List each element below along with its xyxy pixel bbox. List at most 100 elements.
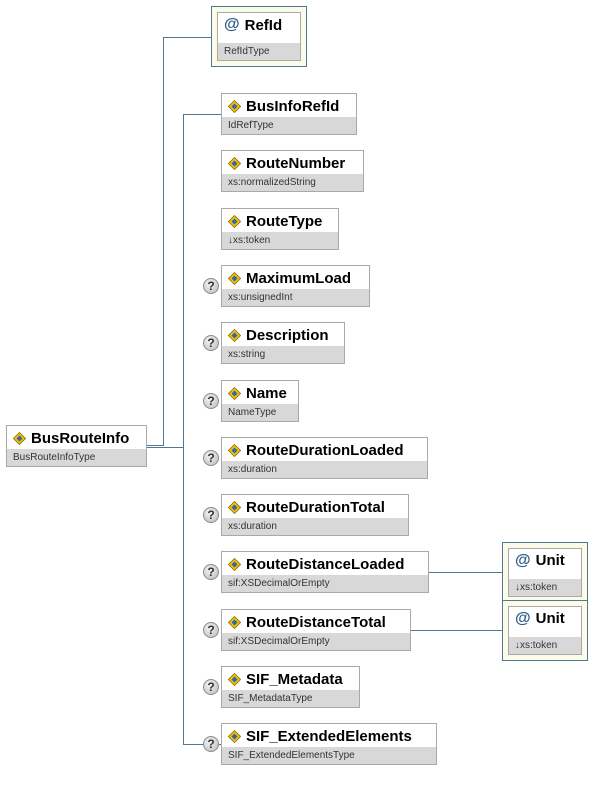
node-type: SIF_MetadataType [222,690,359,707]
element-description[interactable]: Description xs:string [221,322,345,364]
element-routedurationtotal[interactable]: RouteDurationTotal xs:duration [221,494,409,536]
optional-icon: ? [203,564,219,580]
node-header: Description [222,323,344,347]
element-routedistancetotal[interactable]: RouteDistanceTotal sif:XSDecimalOrEmpty [221,609,411,651]
node-name: SIF_Metadata [246,670,343,688]
node-type: ↓xs:token [222,232,338,249]
element-attribute-line [411,630,502,631]
node-name: Description [246,326,329,344]
attribute-spine [163,36,164,446]
node-header: MaximumLoad [222,266,369,290]
optional-icon: ? [203,393,219,409]
node-type: NameType [222,404,298,421]
node-type: RefIdType [218,43,300,60]
node-header: RouteDurationTotal [222,495,408,519]
node-name: BusInfoRefId [246,97,340,115]
element-icon [228,386,241,400]
node-type: xs:duration [222,461,427,478]
node-header: @RefId [218,13,300,37]
node-name: MaximumLoad [246,269,352,287]
element-icon [228,156,241,170]
node-type: IdRefType [222,117,356,134]
node-type: xs:normalizedString [222,174,363,191]
node-name: RouteDistanceLoaded [246,555,405,573]
node-name: RouteDurationTotal [246,498,385,516]
element-icon [228,214,241,228]
attribute-icon: @ [515,609,531,627]
node-type: SIF_ExtendedElementsType [222,747,436,764]
element-icon [228,500,241,514]
node-header: RouteDistanceLoaded [222,552,428,576]
node-header: BusRouteInfo [7,426,146,450]
node-header: RouteType [222,209,338,233]
node-type: xs:duration [222,518,408,535]
node-header: SIF_Metadata [222,667,359,691]
attribute-unit-routedistancetotal[interactable]: @Unit ↓xs:token [508,605,582,655]
element-icon [228,328,241,342]
node-name: Name [246,384,287,402]
optional-icon: ? [203,679,219,695]
node-header: Name [222,381,298,405]
node-header: @Unit [509,549,581,573]
node-header: BusInfoRefId [222,94,356,118]
attribute-icon: @ [224,16,240,33]
node-header: RouteDistanceTotal [222,610,410,634]
optional-icon: ? [203,622,219,638]
element-icon [228,672,241,686]
node-name: Unit [535,610,565,627]
node-type: ↓xs:token [509,636,581,654]
elements-spine [183,114,184,744]
node-name: RouteNumber [246,154,346,172]
node-name: BusRouteInfo [31,429,130,447]
element-icon [228,729,241,743]
attribute-branch [163,36,211,38]
optional-icon: ? [203,335,219,351]
element-icon [228,443,241,457]
root-to-attribute-line [147,445,163,446]
root-to-elements-line [147,447,183,448]
node-type: xs:unsignedInt [222,289,369,306]
element-icon [228,271,241,285]
attribute-unit-routedistanceloaded[interactable]: @Unit ↓xs:token [508,547,582,597]
node-type: sif:XSDecimalOrEmpty [222,575,428,592]
attribute-unit-routedistanceloaded-frame: @Unit ↓xs:token [502,541,588,603]
node-header: SIF_ExtendedElements [222,724,436,748]
branch-first [183,114,221,115]
node-header: RouteNumber [222,151,363,175]
node-header: RouteDurationLoaded [222,438,427,462]
branch-last [183,744,221,745]
node-name: RouteDurationLoaded [246,441,404,459]
element-icon [228,557,241,571]
element-icon [228,99,241,113]
element-routedurationloaded[interactable]: RouteDurationLoaded xs:duration [221,437,428,479]
node-type: sif:XSDecimalOrEmpty [222,633,410,650]
node-name: Unit [535,552,565,569]
node-type: xs:string [222,346,344,363]
node-type: ↓xs:token [509,578,581,596]
node-name: RouteType [246,212,323,230]
element-maximumload[interactable]: MaximumLoad xs:unsignedInt [221,265,370,307]
element-icon [13,431,26,445]
element-routenumber[interactable]: RouteNumber xs:normalizedString [221,150,364,192]
attribute-icon: @ [515,551,531,569]
node-header: @Unit [509,607,581,631]
optional-icon: ? [203,507,219,523]
optional-icon: ? [203,450,219,466]
element-routetype[interactable]: RouteType ↓xs:token [221,208,339,250]
element-routedistanceloaded[interactable]: RouteDistanceLoaded sif:XSDecimalOrEmpty [221,551,429,593]
attribute-unit-routedistancetotal-frame: @Unit ↓xs:token [502,599,588,661]
node-name: SIF_ExtendedElements [246,727,412,745]
node-name: RouteDistanceTotal [246,613,386,631]
optional-icon: ? [203,736,219,752]
element-icon [228,615,241,629]
node-name: RefId [244,16,283,34]
optional-icon: ? [203,278,219,294]
